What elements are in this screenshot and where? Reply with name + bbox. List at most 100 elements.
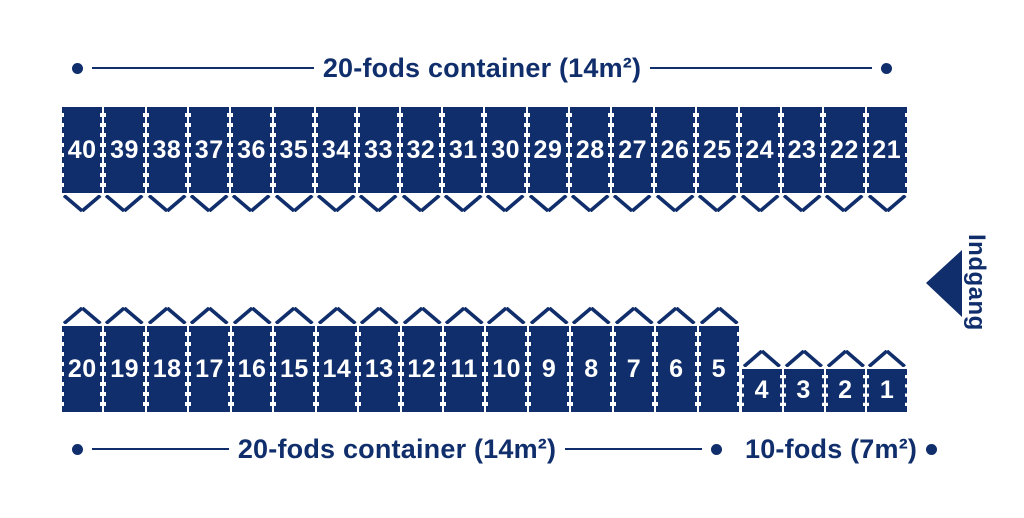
container-cell-6: 6 xyxy=(656,307,697,412)
container-cell-32: 32 xyxy=(400,107,442,212)
container-number: 8 xyxy=(584,354,599,383)
container-number: 9 xyxy=(541,354,557,383)
ruler-line xyxy=(92,447,229,451)
container-number: 25 xyxy=(702,135,732,164)
container-number: 13 xyxy=(364,354,394,383)
container-number: 18 xyxy=(152,354,182,383)
container-number: 35 xyxy=(279,135,309,164)
container-cell-15: 15 xyxy=(274,307,315,412)
container-cell-21: 21 xyxy=(866,107,907,212)
container-number: 29 xyxy=(533,135,563,164)
container-number: 22 xyxy=(829,135,859,164)
container-doors-icon xyxy=(613,195,652,212)
container-box: 22 xyxy=(824,107,865,193)
container-box: 33 xyxy=(358,107,399,193)
container-box: 1 xyxy=(867,369,907,412)
container-doors-icon xyxy=(486,195,525,212)
container-box: 26 xyxy=(654,107,696,193)
container-cell-13: 13 xyxy=(359,307,400,412)
container-doors-icon xyxy=(699,307,739,324)
container-cell-37: 37 xyxy=(189,107,230,212)
container-box: 32 xyxy=(400,107,442,193)
container-doors-icon xyxy=(359,195,398,212)
container-number: 6 xyxy=(669,354,684,383)
container-doors-icon xyxy=(316,195,356,212)
container-doors-icon xyxy=(62,307,102,324)
container-box: 16 xyxy=(231,326,273,412)
container-doors-icon xyxy=(147,195,187,212)
container-cell-18: 18 xyxy=(146,307,188,412)
container-doors-icon xyxy=(782,195,822,212)
container-cell-12: 12 xyxy=(401,307,442,412)
container-doors-icon xyxy=(105,195,144,212)
container-doors-icon xyxy=(275,307,314,324)
container-doors-icon xyxy=(826,350,865,367)
container-cell-24: 24 xyxy=(739,107,780,212)
container-box: 2 xyxy=(825,369,866,412)
container-box: 36 xyxy=(231,107,272,193)
container-doors-icon xyxy=(528,195,568,212)
container-number: 27 xyxy=(618,135,648,164)
container-doors-icon xyxy=(62,195,102,212)
container-cell-1: 1 xyxy=(867,350,907,412)
container-doors-icon xyxy=(443,195,483,212)
container-box: 3 xyxy=(783,369,824,412)
container-doors-icon xyxy=(105,307,145,324)
container-box: 18 xyxy=(146,326,188,412)
container-number: 5 xyxy=(711,354,726,383)
container-cell-28: 28 xyxy=(570,107,611,212)
entrance-arrow-icon xyxy=(926,250,962,317)
container-number: 1 xyxy=(879,376,895,404)
container-number: 36 xyxy=(237,135,266,164)
container-box: 14 xyxy=(316,326,358,412)
container-number: 40 xyxy=(67,135,97,164)
container-box: 20 xyxy=(62,326,103,412)
ruler-endpoint-dot xyxy=(926,443,938,455)
container-box: 35 xyxy=(273,107,315,193)
container-box: 29 xyxy=(527,107,569,193)
container-cell-22: 22 xyxy=(824,107,865,212)
container-number: 37 xyxy=(194,135,224,164)
container-number: 39 xyxy=(110,135,139,164)
container-number: 17 xyxy=(195,354,224,383)
container-number: 19 xyxy=(110,354,140,383)
container-box: 23 xyxy=(781,107,823,193)
container-cell-40: 40 xyxy=(62,107,103,212)
container-box: 9 xyxy=(528,326,570,412)
container-cell-3: 3 xyxy=(783,350,824,412)
container-number: 21 xyxy=(872,135,902,164)
container-doors-icon xyxy=(614,307,654,324)
bottom-dimension-ruler-10fods: 10-fods (7m²) xyxy=(745,431,938,467)
container-number: 23 xyxy=(787,135,817,164)
container-cell-19: 19 xyxy=(104,307,145,412)
container-doors-icon xyxy=(742,350,781,367)
container-box: 21 xyxy=(866,107,907,193)
container-cell-35: 35 xyxy=(273,107,315,212)
container-box: 30 xyxy=(485,107,526,193)
container-cell-14: 14 xyxy=(316,307,358,412)
container-box: 5 xyxy=(698,326,739,412)
container-number: 38 xyxy=(152,135,182,164)
container-number: 15 xyxy=(280,354,309,383)
entrance-label: Indgang xyxy=(963,233,990,331)
container-box: 19 xyxy=(104,326,145,412)
container-doors-icon xyxy=(655,195,695,212)
container-number: 32 xyxy=(406,135,436,164)
container-box: 24 xyxy=(739,107,780,193)
container-number: 33 xyxy=(364,135,393,164)
container-doors-icon xyxy=(190,307,229,324)
container-doors-icon xyxy=(147,307,187,324)
container-cell-30: 30 xyxy=(485,107,526,212)
container-box: 39 xyxy=(104,107,145,193)
container-number: 14 xyxy=(322,354,352,383)
container-number: 26 xyxy=(660,135,690,164)
ruler-endpoint-dot xyxy=(881,62,893,74)
container-box: 12 xyxy=(401,326,442,412)
container-number: 34 xyxy=(321,135,351,164)
container-doors-icon xyxy=(570,195,610,212)
container-number: 30 xyxy=(491,135,521,164)
container-doors-icon xyxy=(784,350,823,367)
container-box: 27 xyxy=(612,107,653,193)
container-cell-5: 5 xyxy=(698,307,739,412)
